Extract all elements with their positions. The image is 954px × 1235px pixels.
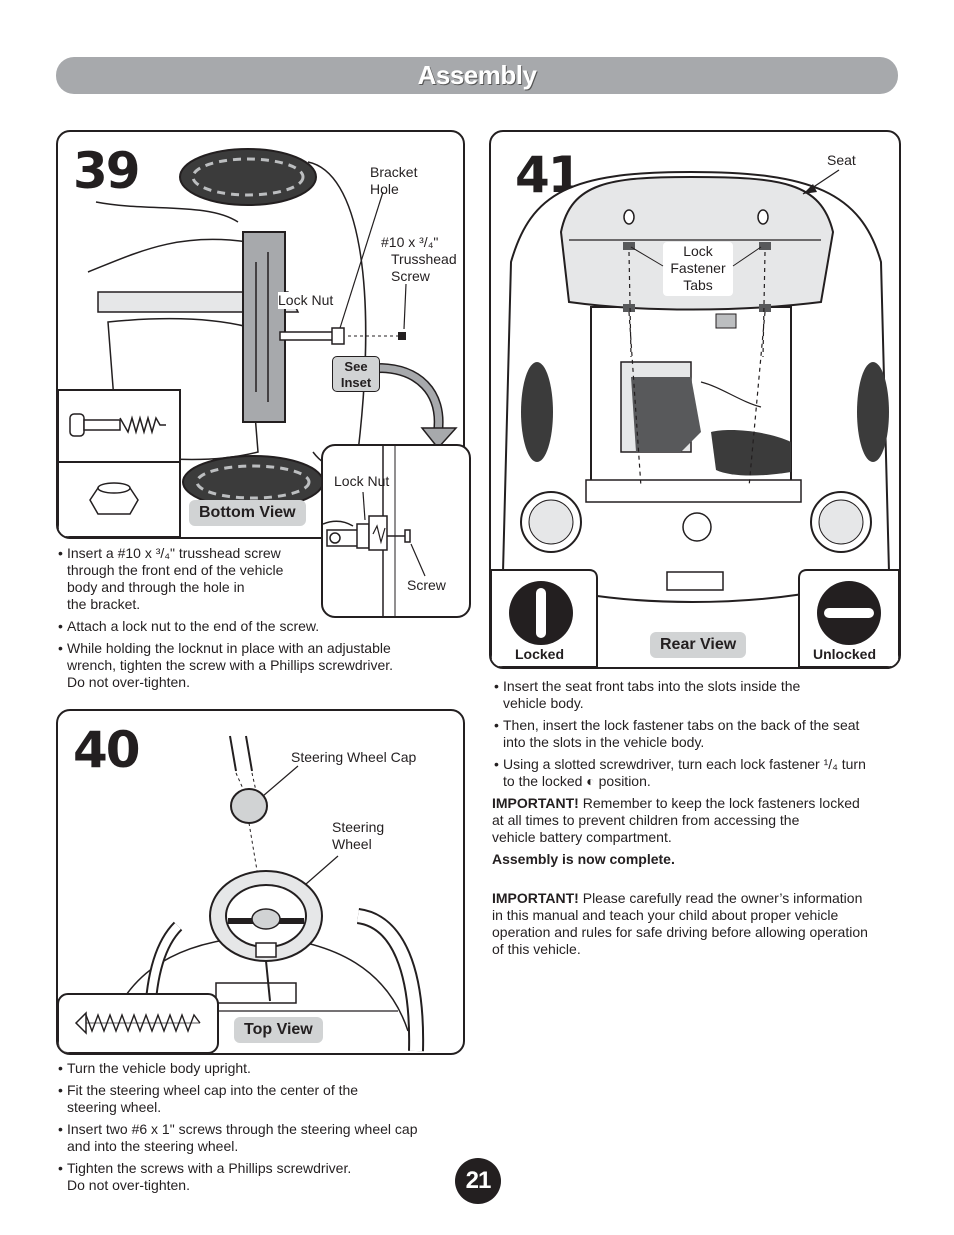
assembly-complete: Assembly is now complete. [492,851,675,867]
step-39-panel: 39 [56,130,465,539]
step-39-illustration [58,148,458,537]
important-note-2: IMPORTANT! Please carefully read the own… [492,890,868,957]
steering-wheel-label: Steering Wheel [332,819,385,852]
step-40-panel: 40 Steering Wheel Cap Ste [56,709,465,1055]
step-40-instruction-1: • Turn the vehicle body upright. [58,1060,251,1076]
bracket-hole-label: Bracket Hole [370,164,418,197]
lock-fastener-tabs-label: Lock Fastener Tabs [670,243,726,293]
step-39-instruction-3: • While holding the locknut in place wit… [58,640,394,690]
section-title: Assembly [417,60,537,90]
step-40-number: 40 [73,721,141,779]
see-inset-badge: See Inset [332,356,380,392]
screw-spec-label: #10 x ³/₄" Trusshead Screw [381,234,457,284]
section-header: Assembly [56,57,898,94]
unlocked-label: Unlocked [813,646,877,662]
important-note-1: IMPORTANT! Remember to keep the lock fas… [492,795,860,845]
lock-nut-label: Lock Nut [278,292,334,309]
step-40-instruction-3: • Insert two #6 x 1" screws through the … [58,1121,418,1154]
step-41-panel: 41 [489,130,901,669]
step-39-instruction-2: • Attach a lock nut to the end of the sc… [58,618,320,634]
seat-label: Seat [827,152,856,168]
bottom-view-label: Bottom View [189,500,306,526]
step-40-illustration [58,735,425,1053]
step-41-instruction-1: • Insert the seat front tabs into the sl… [494,678,801,711]
step-39-inset: Lock Nut Screw [321,444,471,618]
step-41-illustration [491,169,899,667]
step-39-instruction-1: • Insert a #10 x ³/₄" trusshead screw th… [58,545,284,612]
step-40-instruction-2: • Fit the steering wheel cap into the ce… [58,1082,359,1115]
steering-wheel-cap-label: Steering Wheel Cap [291,749,417,765]
inset-illustration [323,446,426,616]
step-40-instruction-4: • Tighten the screws with a Phillips scr… [58,1160,352,1193]
locked-label: Locked [515,646,565,662]
top-view-label: Top View [234,1017,323,1043]
inset-screw-label: Screw [407,577,446,593]
inset-lock-nut-label: Lock Nut [334,473,390,489]
step-39-number: 39 [73,142,141,200]
step-41-instruction-2: • Then, insert the lock fastener tabs on… [494,717,860,750]
rear-view-label: Rear View [650,632,747,658]
page-number: 21 [455,1158,501,1204]
step-41-instruction-3: • Using a slotted screwdriver, turn each… [494,756,866,789]
